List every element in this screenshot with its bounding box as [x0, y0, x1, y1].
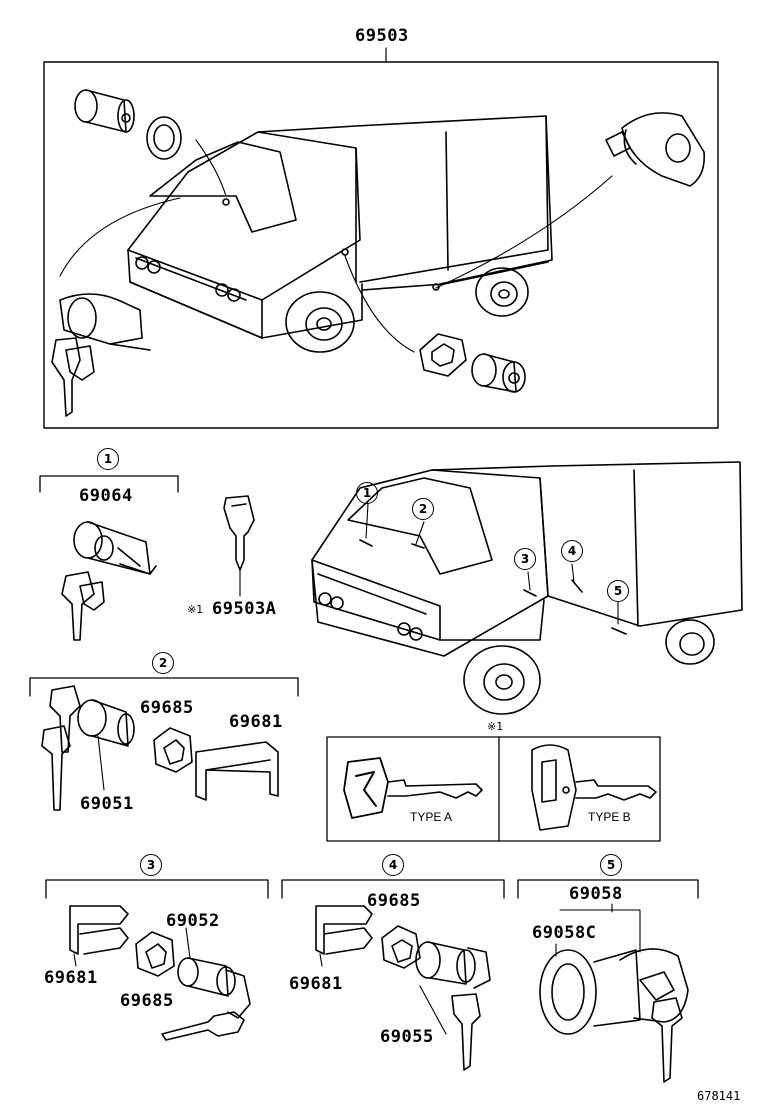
label-part-69685-g3: 69685: [120, 991, 174, 1011]
group-3-components: [45, 879, 269, 1041]
group-4-components: [281, 879, 505, 1071]
figure-number: 678141: [697, 1089, 741, 1103]
truck-bottom-illustration: [311, 461, 743, 715]
key-types-box: [326, 736, 661, 842]
group-marker-3: 3: [140, 854, 162, 876]
label-part-69052: 69052: [166, 911, 220, 931]
truck-top-illustration: [127, 115, 553, 353]
truck-marker-2: 2: [412, 498, 434, 520]
note-mark-key-types: ※1: [487, 720, 504, 733]
top-leader-lines: [59, 139, 613, 353]
label-part-69681-g2: 69681: [229, 712, 283, 732]
main-frame: [43, 47, 719, 429]
truck-marker-3: 3: [514, 548, 536, 570]
group-marker-5: 5: [600, 854, 622, 876]
label-part-69685-g2: 69685: [140, 698, 194, 718]
label-part-69051: 69051: [80, 794, 134, 814]
key-type-a-label: TYPE A: [410, 810, 453, 824]
note-mark-spare-key: ※1: [187, 603, 204, 616]
truck-marker-5: 5: [607, 580, 629, 602]
top-fuel-cap-lock: [605, 112, 706, 187]
group-marker-2: 2: [152, 652, 174, 674]
truck-marker-1: 1: [356, 482, 378, 504]
top-lock-cylinder: [74, 89, 182, 160]
truck-marker-4: 4: [561, 540, 583, 562]
label-part-69503A: 69503A: [212, 599, 277, 619]
label-part-69058: 69058: [569, 884, 623, 904]
label-part-69058C: 69058C: [532, 923, 597, 943]
group-5-components: [517, 879, 699, 1083]
label-part-69685-g4: 69685: [367, 891, 421, 911]
label-part-69055: 69055: [380, 1027, 434, 1047]
group-marker-1: 1: [97, 448, 119, 470]
group-1-components: [39, 475, 179, 641]
truck-marker-leaders: [365, 503, 619, 625]
label-part-69681-g3: 69681: [44, 968, 98, 988]
spare-key: [223, 495, 255, 597]
label-part-69681-g4: 69681: [289, 974, 343, 994]
group-marker-4: 4: [382, 854, 404, 876]
label-main-part: 69503: [355, 26, 409, 46]
label-part-69064: 69064: [79, 486, 133, 506]
key-type-b-label: TYPE B: [588, 810, 631, 824]
top-door-cylinder: [419, 333, 526, 393]
top-ignition-with-keys: [51, 293, 151, 417]
group-2-components: [29, 677, 299, 811]
